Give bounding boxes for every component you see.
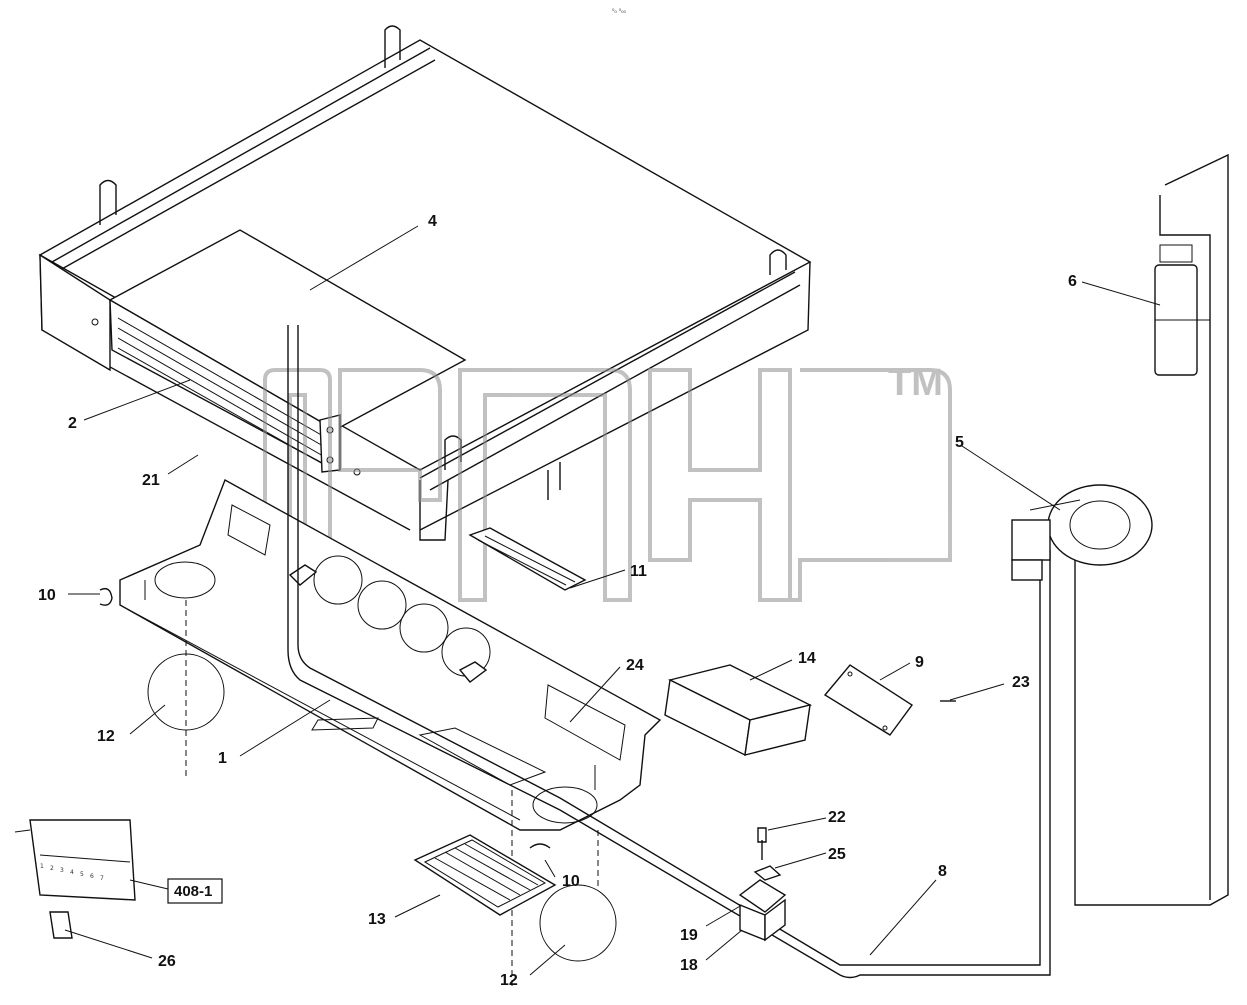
callout-1: 1	[218, 750, 227, 767]
svg-text:1: 1	[40, 863, 44, 870]
filter-frame[interactable]	[468, 527, 587, 591]
fuse[interactable]	[49, 911, 73, 939]
callout-5: 5	[955, 434, 964, 451]
gasket-ring-lower[interactable]	[539, 884, 617, 962]
svg-text:5: 5	[80, 871, 84, 878]
callout-18: 18	[680, 957, 698, 974]
callout-10b: 10	[562, 873, 580, 890]
leader-lines	[64, 225, 1161, 976]
callout-13: 13	[368, 911, 386, 928]
drawing-code: ⁰₀ ⁰₀₀	[612, 8, 627, 15]
callout-24: 24	[626, 657, 644, 674]
callout-9: 9	[915, 654, 924, 671]
relay-box[interactable]: 1 2 3 4 5 6 7	[14, 819, 136, 901]
hose-clip[interactable]	[529, 843, 551, 849]
edge-clip[interactable]	[99, 587, 113, 606]
expansion-valve-block[interactable]	[738, 827, 787, 942]
heater-hose	[287, 325, 1051, 979]
callout-11: 11	[630, 563, 647, 580]
air-duct[interactable]	[664, 664, 813, 757]
svg-text:2: 2	[50, 865, 54, 872]
callout-22: 22	[828, 809, 846, 826]
callout-19: 19	[680, 927, 698, 944]
watermark-logo: TM	[263, 362, 952, 602]
dash-panel[interactable]	[119, 478, 662, 831]
callout-10a: 10	[38, 587, 56, 604]
svg-text:TM: TM	[888, 362, 943, 404]
cover-plate[interactable]	[823, 664, 914, 736]
svg-text:6: 6	[90, 873, 94, 880]
svg-text:7: 7	[100, 875, 104, 882]
callout-14: 14	[798, 650, 816, 667]
callout-12a: 12	[97, 728, 115, 745]
svg-text:4: 4	[70, 869, 74, 876]
callout-8: 8	[938, 863, 947, 880]
compressor[interactable]	[1011, 484, 1153, 581]
callout-6: 6	[1068, 273, 1077, 290]
callout-21: 21	[142, 472, 160, 489]
callout-12b: 12	[500, 972, 518, 989]
svg-text:3: 3	[60, 867, 64, 874]
callout-labels: 4 2 21 5 6 10 11 12 1 24 14 9 23 22 25 8…	[38, 213, 1077, 989]
callout-25: 25	[828, 846, 846, 863]
callout-23: 23	[1012, 674, 1030, 691]
callout-4: 4	[428, 213, 437, 230]
floor-vent-grille[interactable]	[413, 834, 557, 916]
reference-label: 408-1	[174, 883, 212, 900]
reference-box	[167, 878, 223, 904]
callout-26: 26	[158, 953, 176, 970]
callout-2: 2	[68, 415, 77, 432]
